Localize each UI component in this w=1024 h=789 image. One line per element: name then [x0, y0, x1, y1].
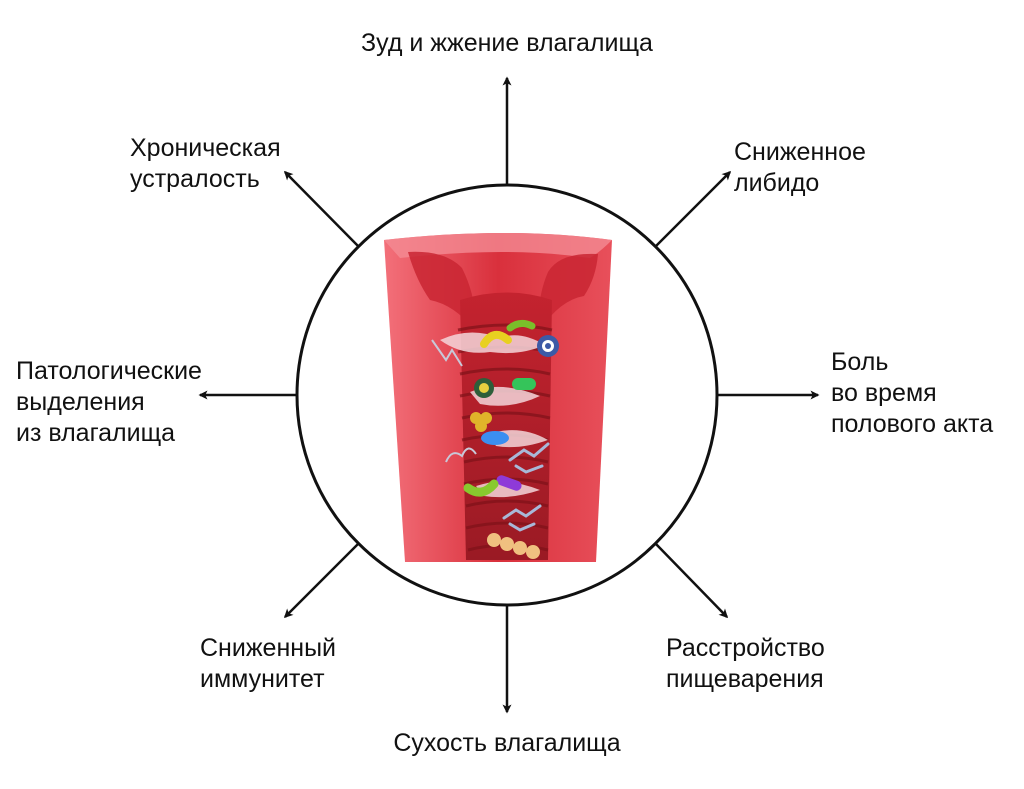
label-reduced-immunity: Сниженный иммунитет	[200, 634, 336, 693]
arrow-bottom-left	[283, 542, 360, 619]
arrows-group	[198, 76, 820, 714]
label-pain-intercourse: Боль во время полового акта	[831, 348, 994, 438]
label-vaginal-dryness: Сухость влагалища	[393, 729, 621, 757]
label-reduced-libido: Сниженное либидо	[734, 138, 866, 197]
label-pathological-discharge: Патологические выделения из влагалища	[16, 357, 202, 447]
label-chronic-fatigue: Хроническая устралость	[130, 134, 281, 193]
arrow-bottom-right	[654, 542, 729, 619]
arrow-top-right	[654, 170, 732, 248]
label-digestive-disorder: Расстройство пищеварения	[666, 634, 825, 693]
vaginal-canal-illustration	[384, 233, 612, 562]
label-itching-burning: Зуд и жжение влагалища	[361, 29, 653, 57]
arrow-top-left	[283, 170, 360, 248]
